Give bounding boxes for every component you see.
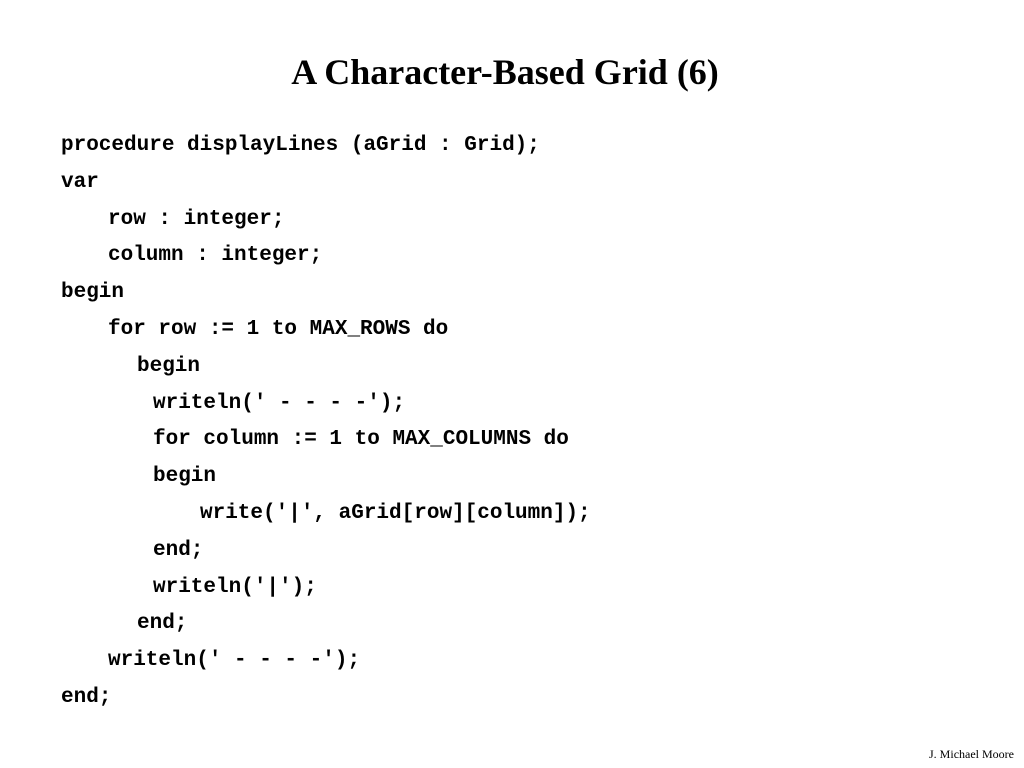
- slide-title: A Character-Based Grid (6): [291, 52, 719, 92]
- author-footer: J. Michael Moore: [929, 747, 1014, 761]
- code-line: begin: [137, 354, 201, 378]
- code-line: var: [61, 170, 99, 194]
- code-line: end;: [153, 538, 204, 562]
- code-line: end;: [137, 612, 188, 636]
- code-line: end;: [61, 685, 112, 709]
- code-line: writeln(' - - - -');: [108, 649, 361, 673]
- code-line: write('|', aGrid[row][column]);: [200, 501, 591, 525]
- code-line: begin: [153, 465, 217, 489]
- code-line: for row := 1 to MAX_ROWS do: [108, 317, 449, 341]
- code-line: procedure displayLines (aGrid : Grid);: [61, 134, 540, 157]
- code-line: column : integer;: [108, 244, 323, 268]
- code-line: row : integer;: [108, 207, 285, 231]
- code-line: writeln('|');: [153, 575, 317, 599]
- code-line: begin: [61, 281, 125, 305]
- code-listing: procedure displayLines (aGrid : Grid); v…: [61, 128, 591, 717]
- code-line: for column := 1 to MAX_COLUMNS do: [153, 428, 569, 452]
- code-line: writeln(' - - - -');: [153, 391, 406, 415]
